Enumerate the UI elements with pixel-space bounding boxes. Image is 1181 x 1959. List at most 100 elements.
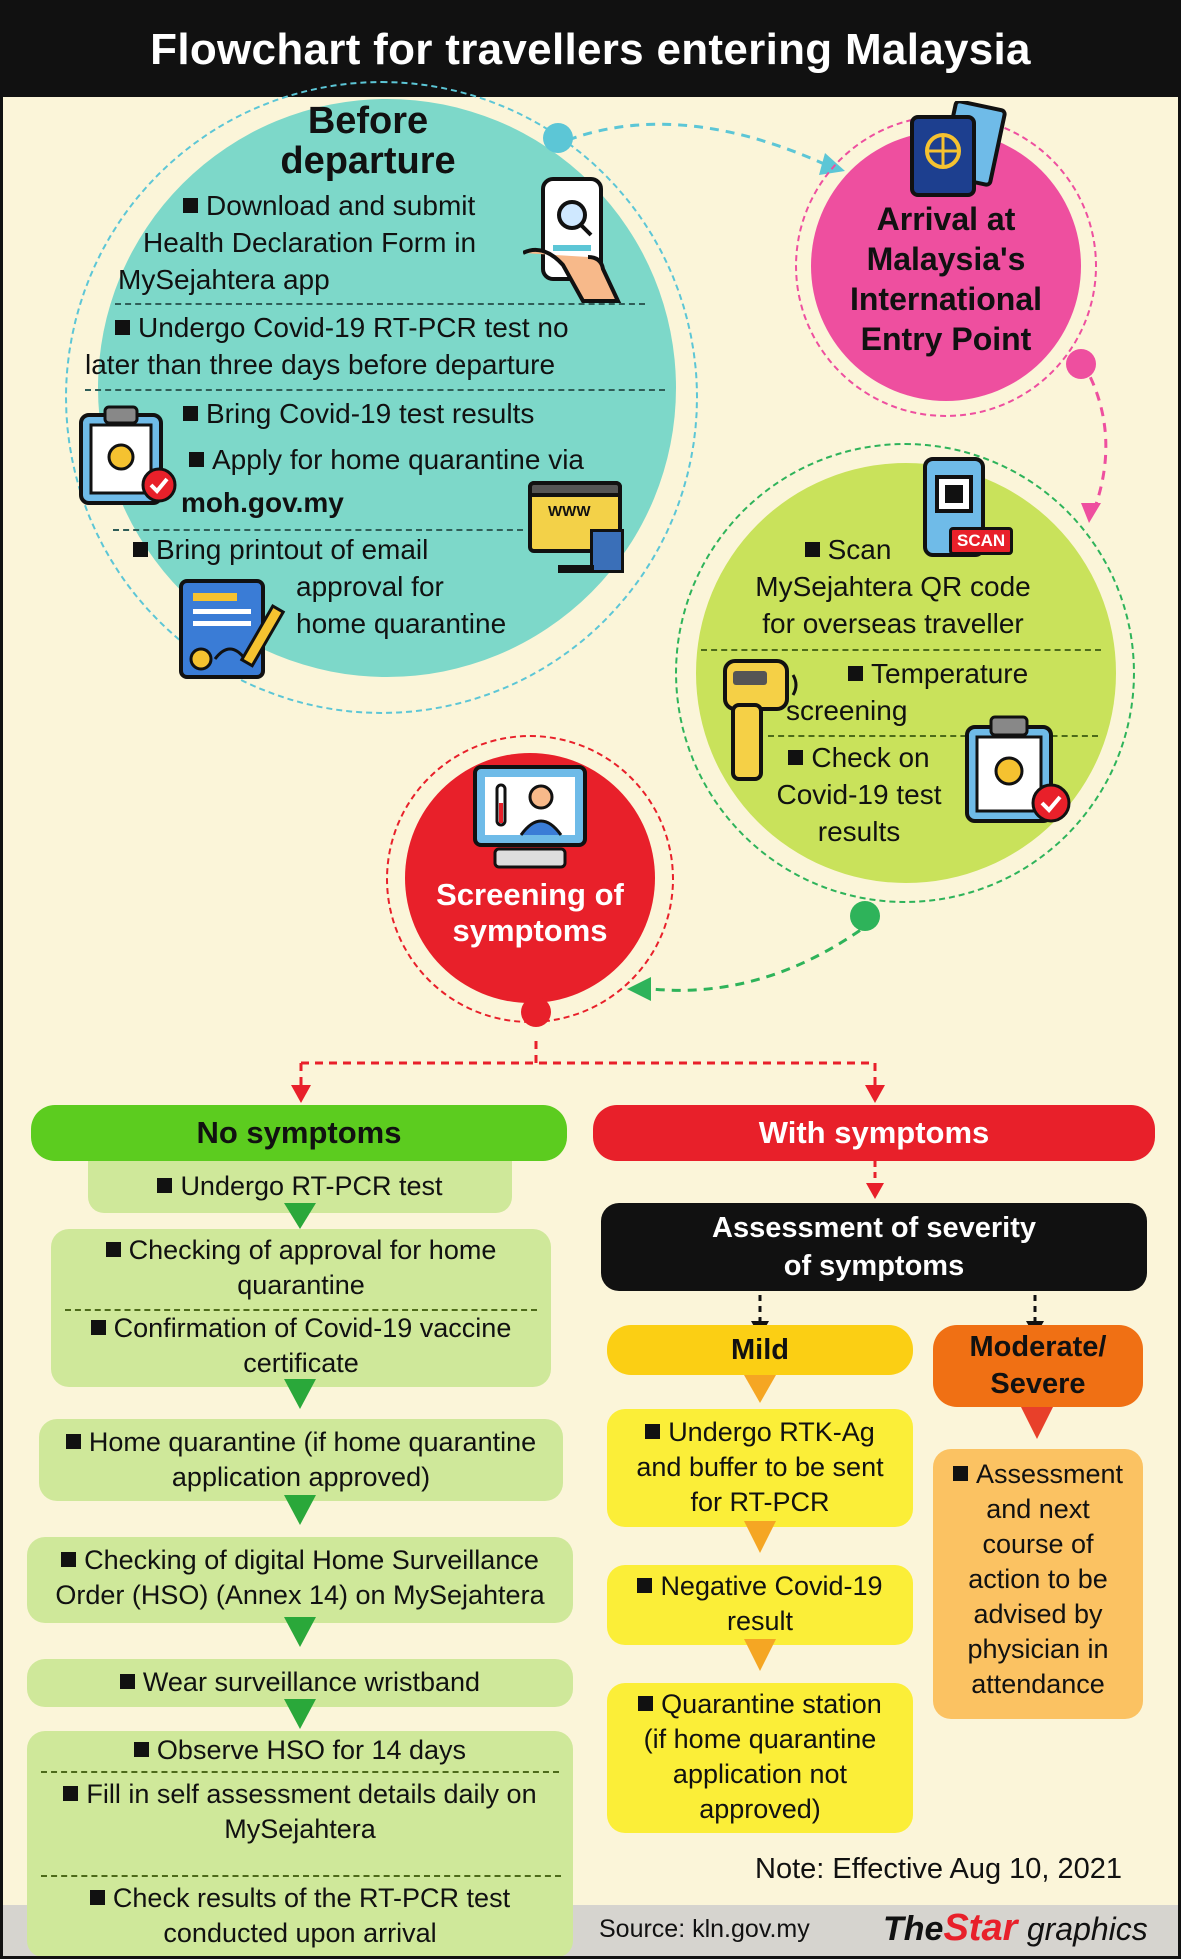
item-text: later than three days before departure	[85, 349, 556, 380]
flow-connectors	[567, 122, 1108, 1001]
assessment-line: Assessment of severity	[712, 1212, 1036, 1244]
bullet-square-icon	[848, 666, 863, 681]
assessment-line: of symptoms	[783, 1250, 965, 1282]
arrow-down-icon	[284, 1203, 316, 1229]
with-symptoms-header: With symptoms	[593, 1105, 1155, 1161]
step-text: and buffer to be sent	[636, 1452, 884, 1482]
check-temperature: Temperature screening	[786, 655, 1086, 729]
item-text: Download and submit	[206, 190, 476, 221]
item-text: Scan	[827, 534, 892, 565]
arrival-line: Entry Point	[860, 321, 1032, 357]
step-text: Wear surveillance wristband	[142, 1667, 481, 1697]
step-text: result	[726, 1606, 794, 1636]
bullet-square-icon	[952, 1466, 968, 1481]
severe-header-line: Moderate/	[969, 1331, 1107, 1363]
bullet-square-icon	[115, 320, 130, 335]
screening-line: symptoms	[452, 913, 608, 948]
divider	[768, 735, 1098, 737]
mild-step-quarantine-station: Quarantine station (if home quarantine a…	[607, 1683, 913, 1833]
thermometer-gun-icon	[723, 659, 798, 781]
step-text: Assessment	[975, 1459, 1124, 1489]
brand-graphics: graphics	[1026, 1911, 1148, 1947]
scan-badge: SCAN	[949, 527, 1014, 555]
brand-star: Star	[943, 1907, 1018, 1949]
step-text: Observe HSO for 14 days	[156, 1735, 467, 1765]
divider	[113, 529, 523, 531]
step-text: advised by	[973, 1599, 1103, 1629]
item-text: MySejahtera app	[118, 264, 330, 295]
arrow-down-icon	[284, 1699, 316, 1729]
step-text: Quarantine station	[661, 1689, 882, 1719]
arrival-line: International	[849, 281, 1042, 317]
no-symptoms-header: No symptoms	[31, 1105, 567, 1161]
bullet-square-icon	[157, 1178, 173, 1193]
step-text: Check results of the RT-PCR test	[112, 1883, 511, 1913]
severe-header-line: Severe	[990, 1368, 1086, 1400]
bullet-square-icon	[804, 542, 820, 557]
bullet-square-icon	[65, 1434, 81, 1449]
bullet-square-icon	[133, 1742, 149, 1757]
arrow-down-icon	[284, 1617, 316, 1647]
item-text: Undergo Covid-19 RT-PCR test no	[138, 312, 569, 343]
step-text: Undergo RTK-Ag	[668, 1417, 875, 1447]
arrival-line: Arrival at	[876, 201, 1016, 237]
arrival-connector-dot	[1066, 349, 1096, 379]
entry-checks-ring	[675, 443, 1135, 903]
item-text: Health Declaration Form in	[143, 227, 477, 258]
www-label: WWW	[548, 503, 591, 520]
connector-arrival-to-checks	[1081, 362, 1108, 514]
assessment-box: Assessment of severity of symptoms	[601, 1203, 1147, 1291]
arrow-down-icon	[284, 1495, 316, 1525]
heading-line: Before	[307, 100, 429, 142]
bullet-square-icon	[90, 1320, 106, 1335]
item-text: Covid-19 test	[776, 779, 942, 810]
source-credit: Source: kln.gov.my	[599, 1915, 810, 1943]
divider	[85, 389, 665, 391]
before-item-health-declaration: Download and submit Health Declaration F…	[113, 187, 533, 298]
effective-date-note: Note: Effective Aug 10, 2021	[755, 1853, 1123, 1885]
bullet-square-icon	[119, 1674, 135, 1689]
item-text: home quarantine	[296, 608, 507, 639]
bullet-square-icon	[89, 1890, 105, 1905]
item-text: Bring Covid-19 test results	[206, 398, 535, 429]
arrowhead-checks	[1081, 503, 1101, 523]
connector-checks-to-screening	[642, 919, 874, 992]
bullet-square-icon	[788, 750, 804, 765]
step-text: for RT-PCR	[690, 1487, 830, 1517]
no-step-check-results: Check results of the RT-PCR test conduct…	[27, 1877, 573, 1956]
step-text: (if home quarantine	[643, 1724, 877, 1754]
step-text: Home quarantine (if home quarantine	[88, 1427, 537, 1457]
no-step-approval-vaccine: Checking of approval for home quarantine…	[51, 1229, 551, 1387]
phone-search-icon	[523, 177, 622, 303]
qr-scan-phone-icon: SCAN	[923, 457, 1015, 561]
doctor-screen-icon	[473, 765, 587, 869]
before-departure-heading: Before departure	[233, 101, 503, 181]
step-text: Undergo RT-PCR test	[180, 1171, 443, 1201]
item-text: Bring printout of email	[156, 534, 429, 565]
item-text: for overseas traveller	[762, 608, 1024, 639]
screening-text: Screening of symptoms	[405, 877, 655, 949]
step-text: Fill in self assessment details daily on	[86, 1779, 537, 1809]
step-text: attendance	[971, 1669, 1105, 1699]
no-step-check-results-divider	[41, 1875, 561, 1877]
before-departure-connector-dot	[543, 123, 573, 153]
bullet-square-icon	[61, 1552, 77, 1567]
arrowhead-screening	[627, 977, 651, 1001]
before-item-rt-pcr: Undergo Covid-19 RT-PCR test no later th…	[85, 309, 685, 383]
no-step-home-quarantine: Home quarantine (if home quarantine appl…	[39, 1419, 563, 1501]
divider	[701, 649, 1101, 651]
arrow-down-icon	[744, 1521, 776, 1553]
www-screen-icon: WWW	[528, 481, 628, 581]
clipboard-virus-icon	[965, 715, 1071, 823]
heading-line: departure	[280, 140, 456, 182]
brand-the: The	[883, 1910, 944, 1948]
step-text: quarantine	[237, 1270, 365, 1300]
step-text: application not	[672, 1759, 848, 1789]
bullet-square-icon	[638, 1696, 654, 1711]
arrow-down-icon	[744, 1375, 776, 1403]
moh-link: moh.gov.my	[181, 487, 344, 518]
arrival-text: Arrival at Malaysia's International Entr…	[823, 199, 1069, 359]
bullet-square-icon	[183, 406, 198, 421]
step-text: and next	[986, 1494, 1090, 1524]
clipboard-virus-icon	[79, 405, 177, 505]
